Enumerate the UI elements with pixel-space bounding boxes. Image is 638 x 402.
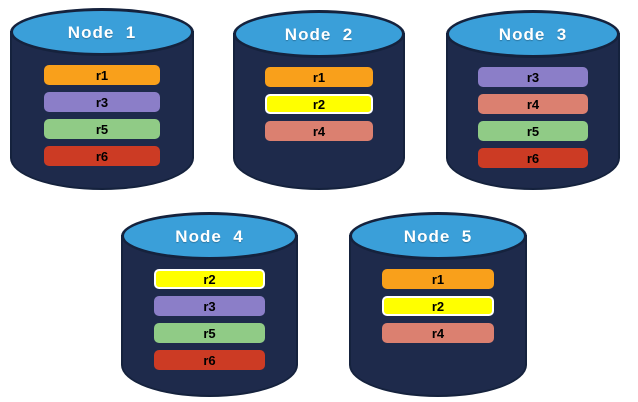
replica-bar-r3: r3 — [153, 296, 266, 316]
replica-bar-r3: r3 — [44, 92, 160, 112]
replica-bar-r5: r5 — [44, 119, 160, 139]
cylinder-top-ellipse: Node 3 — [446, 10, 620, 58]
replica-bar-r5: r5 — [153, 323, 266, 343]
node-title: Node 1 — [67, 23, 137, 42]
replica-bar-r4: r4 — [381, 323, 495, 343]
node-title: Node 2 — [284, 25, 354, 44]
replica-bars: r3 r4 r5 r6 — [478, 67, 588, 168]
replica-bar-r6: r6 — [44, 146, 160, 166]
node-cylinder-node-2: r1 r2 r4 Node 2 — [233, 10, 405, 190]
replica-bar-r1: r1 — [264, 67, 374, 87]
replica-bars: r1 r3 r5 r6 — [44, 65, 160, 166]
node-title: Node 3 — [498, 25, 568, 44]
replica-bar-r2: r2 — [264, 94, 374, 114]
node-cylinder-node-1: r1 r3 r5 r6 Node 1 — [10, 8, 194, 190]
cylinder-body — [349, 235, 527, 397]
replica-bar-r2: r2 — [153, 269, 266, 289]
cylinder-top-ellipse: Node 5 — [349, 212, 527, 260]
cylinder-top-ellipse: Node 4 — [121, 212, 298, 260]
cylinder-top-ellipse: Node 2 — [233, 10, 405, 58]
node-title: Node 4 — [175, 227, 244, 246]
cylinder-body — [121, 235, 298, 397]
node-cylinder-node-4: r2 r3 r5 r6 Node 4 — [121, 212, 298, 397]
cylinder-top-ellipse: Node 1 — [10, 8, 194, 56]
replica-bar-r6: r6 — [478, 148, 588, 168]
replica-bar-r1: r1 — [44, 65, 160, 85]
replica-bar-r6: r6 — [153, 350, 266, 370]
replica-bar-r1: r1 — [381, 269, 495, 289]
replica-bar-r2: r2 — [381, 296, 495, 316]
replica-bars: r2 r3 r5 r6 — [153, 269, 266, 370]
replica-bars: r1 r2 r4 — [381, 269, 495, 343]
replica-bar-r4: r4 — [264, 121, 374, 141]
node-title: Node 5 — [403, 227, 473, 246]
replica-bar-r5: r5 — [478, 121, 588, 141]
node-cylinder-node-3: r3 r4 r5 r6 Node 3 — [446, 10, 620, 190]
replica-bar-r3: r3 — [478, 67, 588, 87]
node-cylinder-node-5: r1 r2 r4 Node 5 — [349, 212, 527, 397]
replica-bar-r4: r4 — [478, 94, 588, 114]
replica-bars: r1 r2 r4 — [264, 67, 374, 141]
